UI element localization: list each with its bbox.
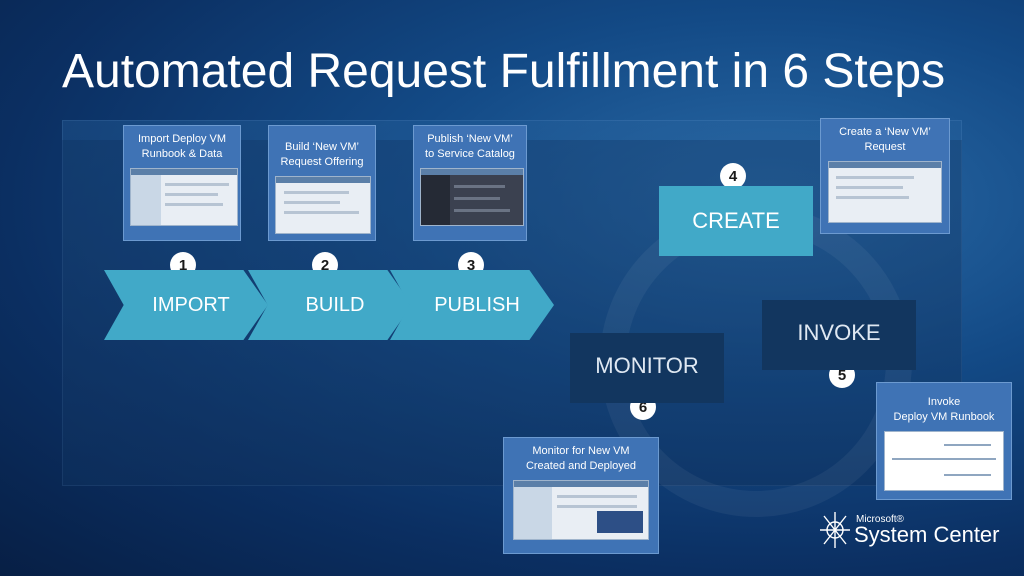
card-publish: Publish ‘New VM’ to Service Catalog: [413, 125, 527, 241]
card-build-screenshot: [275, 176, 371, 234]
step-number-4: 4: [720, 163, 746, 189]
step-import-arrow: IMPORT: [104, 270, 268, 340]
card-build-caption: Build ‘New VM’ Request Offering: [280, 141, 364, 168]
card-monitor-screenshot: [513, 480, 649, 540]
step-publish-arrow: PUBLISH: [390, 270, 554, 340]
card-build: Build ‘New VM’ Request Offering: [268, 125, 376, 241]
stage-monitor-label: MONITOR: [595, 353, 699, 378]
stage-create: CREATE: [659, 186, 813, 256]
card-create-screenshot: [828, 161, 942, 223]
card-import-screenshot: [130, 168, 238, 226]
stage-invoke: INVOKE: [762, 300, 916, 370]
card-invoke-caption: Invoke Deploy VM Runbook: [893, 396, 995, 423]
stage-create-label: CREATE: [692, 208, 780, 233]
card-invoke: Invoke Deploy VM Runbook: [876, 382, 1012, 500]
stage-monitor: MONITOR: [570, 333, 724, 403]
card-publish-screenshot: [420, 168, 524, 226]
card-create: Create a ‘New VM’ Request: [820, 118, 950, 234]
card-invoke-screenshot: [884, 431, 1004, 491]
logo-microsoft: Microsoft®: [856, 514, 904, 525]
card-monitor-caption: Monitor for New VM Created and Deployed: [525, 445, 637, 472]
logo-system-center: System Center: [854, 522, 1000, 547]
step-import-label: IMPORT: [152, 293, 230, 316]
card-import-caption: Import Deploy VM Runbook & Data: [137, 133, 227, 160]
step-publish-label: PUBLISH: [434, 293, 520, 316]
stage-invoke-label: INVOKE: [797, 320, 881, 345]
card-monitor: Monitor for New VM Created and Deployed: [503, 437, 659, 554]
system-center-logo-icon: [820, 512, 850, 548]
system-center-logo: Microsoft® System Center: [818, 510, 1000, 555]
card-publish-caption: Publish ‘New VM’ to Service Catalog: [425, 133, 515, 160]
card-import: Import Deploy VM Runbook & Data: [123, 125, 241, 241]
page-title: Automated Request Fulfillment in 6 Steps: [62, 45, 946, 98]
step-build-label: BUILD: [305, 293, 365, 316]
step-build-arrow: BUILD: [248, 270, 412, 340]
card-create-caption: Create a ‘New VM’ Request: [839, 126, 931, 153]
